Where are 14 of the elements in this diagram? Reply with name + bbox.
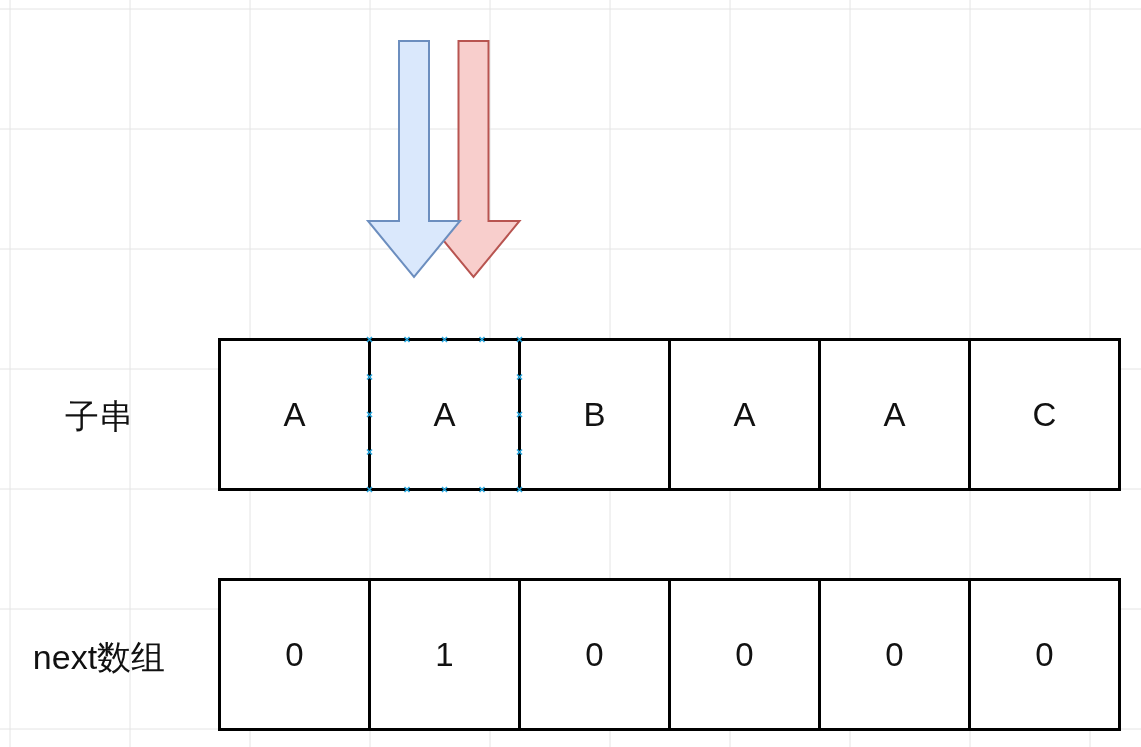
array-cell: A xyxy=(818,338,971,491)
array-cell: A xyxy=(218,338,371,491)
array-cell: 1 xyxy=(368,578,521,731)
row-label: 子串 xyxy=(65,395,133,437)
array-cell: 0 xyxy=(818,578,971,731)
array-cell: 0 xyxy=(218,578,371,731)
array-cell: C xyxy=(968,338,1121,491)
array-cell: 0 xyxy=(668,578,821,731)
row-label: next数组 xyxy=(32,636,166,678)
array-cell: A xyxy=(668,338,821,491)
array-cell: 0 xyxy=(518,578,671,731)
array-cell: A xyxy=(368,338,521,491)
array-cell: 0 xyxy=(968,578,1121,731)
array-cell: B xyxy=(518,338,671,491)
